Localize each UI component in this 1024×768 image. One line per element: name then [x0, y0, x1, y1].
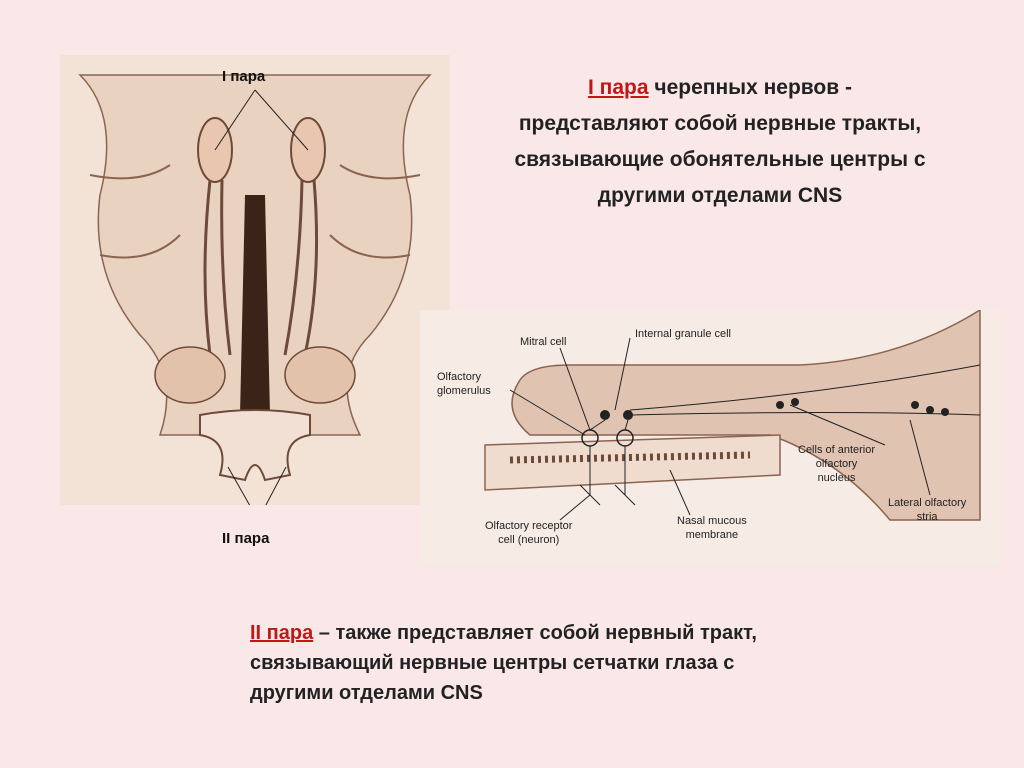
label-nasal-mucous-membrane: Nasal mucous membrane	[677, 515, 747, 541]
olfactory-bulb-diagram	[420, 308, 1000, 565]
label-internal-granule-cell: Internal granule cell	[635, 328, 732, 340]
label-lateral-olfactory-stria: Lateral olfactory stria	[888, 497, 967, 523]
bottom-line2: связывающий нервные центры сетчатки глаз…	[250, 652, 735, 674]
label-olfactory-glomerulus: Olfactory glomerulus	[437, 371, 491, 397]
title-text: I пара черепных нервов - представляют со…	[440, 70, 1000, 214]
title-line2: представляют собой нервные тракты,	[518, 112, 922, 135]
label-olfactory-receptor-cell: Olfactory receptor cell (neuron)	[485, 520, 573, 546]
title-line1: черепных нервов -	[648, 76, 852, 99]
brain-base-illustration	[60, 55, 450, 521]
label-mitral-cell: Mitral cell	[520, 336, 567, 348]
label-pair-ii: II пара	[222, 530, 270, 547]
label-cells-anterior-olfactory-nucleus: Cells of anterior olfactory nucleus	[798, 444, 876, 484]
label-pair-i: I пара	[222, 68, 266, 85]
bottom-text: II пара – также представляет собой нервн…	[250, 618, 870, 708]
title-line3: связывающие обонятельные центры с	[514, 148, 926, 171]
bottom-line1: – также представляет собой нервный тракт…	[313, 622, 757, 644]
bottom-highlight: II пара	[250, 622, 314, 644]
title-line4: другими отделами CNS	[597, 184, 843, 207]
bottom-line3: другими отделами CNS	[250, 682, 483, 704]
title-highlight: I пара	[588, 76, 649, 99]
